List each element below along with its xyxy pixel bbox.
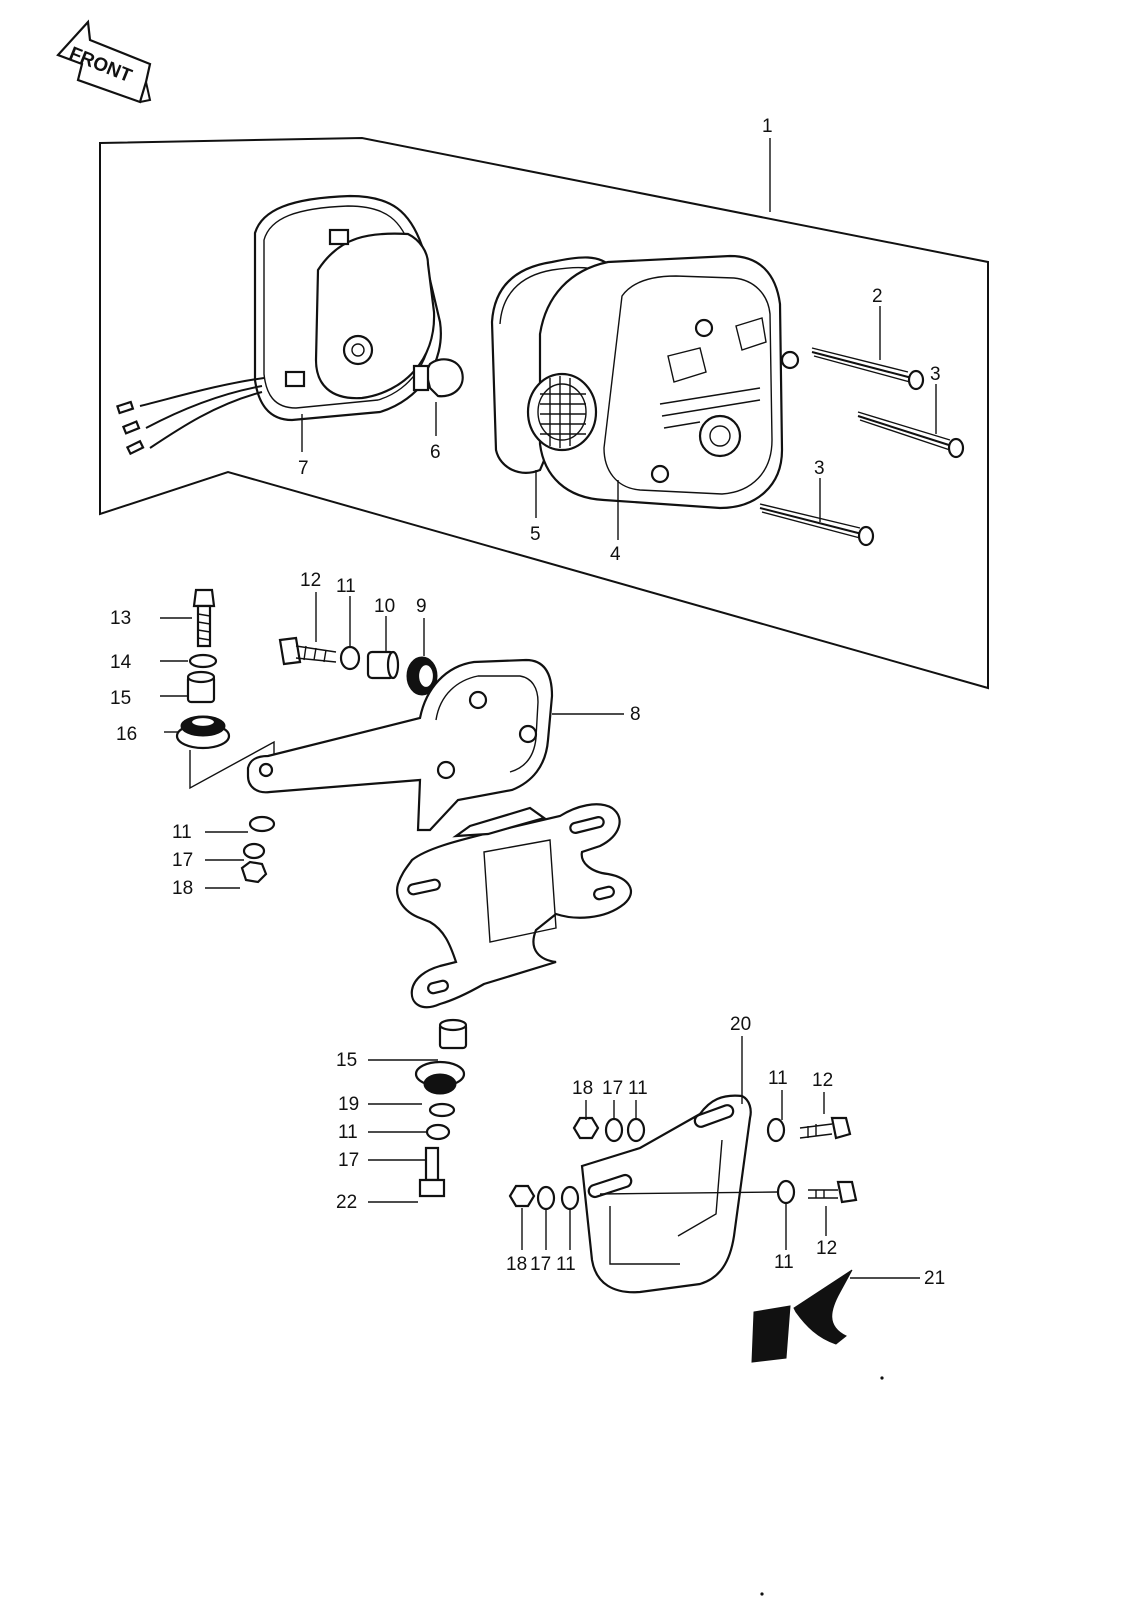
callout-12c: 12 <box>816 1238 837 1259</box>
front-arrow-icon <box>56 19 152 104</box>
bulb <box>412 358 464 398</box>
washer-17c <box>604 1117 624 1143</box>
collar-15b <box>438 1018 468 1050</box>
callout-1: 1 <box>762 116 773 137</box>
callout-9: 9 <box>416 596 427 617</box>
speck-1 <box>880 1376 884 1380</box>
bolt-12a <box>278 636 337 666</box>
callout-19: 19 <box>338 1094 359 1115</box>
grommet-16 <box>175 715 231 750</box>
washer-11b <box>248 815 276 833</box>
washer-11d <box>626 1117 646 1143</box>
leader-lines <box>160 138 937 1279</box>
callout-20: 20 <box>730 1014 751 1035</box>
washer-14 <box>188 653 218 669</box>
callout-15a: 15 <box>110 688 131 709</box>
screw-2 <box>811 347 925 391</box>
callout-3a: 3 <box>930 364 941 385</box>
nut-18c <box>508 1184 536 1208</box>
reflector-mount-line <box>599 1191 779 1195</box>
bolt-13 <box>192 588 216 648</box>
callout-18a: 18 <box>172 878 193 899</box>
callout-17b: 17 <box>338 1150 359 1171</box>
callout-15b: 15 <box>336 1050 357 1071</box>
callout-18b: 18 <box>572 1078 593 1099</box>
washer-11e <box>766 1117 786 1143</box>
grommet-9 <box>406 656 438 696</box>
callout-14: 14 <box>110 652 132 673</box>
tail-light-lens <box>526 254 800 510</box>
washer-11a <box>339 645 361 671</box>
washer-17a <box>242 842 266 860</box>
callout-16: 16 <box>116 724 137 745</box>
callout-3b: 3 <box>814 458 825 479</box>
nut-18a <box>240 860 268 884</box>
callout-11g: 11 <box>774 1252 794 1273</box>
callout-4: 4 <box>610 544 621 565</box>
washer-17b <box>425 1123 451 1141</box>
tail-light-assembly-frame <box>99 136 989 690</box>
washer-11c <box>428 1102 456 1118</box>
washer-17d <box>536 1185 556 1211</box>
callout-17a: 17 <box>172 850 193 871</box>
bolt-22 <box>418 1146 446 1198</box>
callout-10: 10 <box>374 596 395 617</box>
callout-21: 21 <box>924 1268 945 1289</box>
callout-8: 8 <box>630 704 641 725</box>
callout-11c: 11 <box>338 1122 358 1143</box>
callout-11a: 11 <box>336 576 356 597</box>
callout-17d: 17 <box>530 1254 551 1275</box>
bolt-12c <box>808 1180 858 1204</box>
callout-18c: 18 <box>506 1254 527 1275</box>
k-emblem-icon <box>751 1269 853 1363</box>
callout-11b: 11 <box>172 822 192 843</box>
collar-15a <box>186 670 216 704</box>
callout-6: 6 <box>430 442 441 463</box>
callout-12a: 12 <box>300 570 321 591</box>
callout-11d: 11 <box>628 1078 648 1099</box>
washer-11g <box>776 1179 796 1205</box>
washer-11f <box>560 1185 580 1211</box>
screw-3b <box>759 503 875 547</box>
lamp-base-housing <box>116 194 442 456</box>
callout-17c: 17 <box>602 1078 623 1099</box>
callout-12b: 12 <box>812 1070 833 1091</box>
callout-11f: 11 <box>556 1254 576 1275</box>
collar-10 <box>366 650 400 680</box>
callout-5: 5 <box>530 524 541 545</box>
speck-2 <box>760 1592 764 1596</box>
screw-3a <box>857 411 965 459</box>
license-plate-bracket <box>246 658 632 1009</box>
bolt-12b <box>799 1116 852 1140</box>
callout-11e: 11 <box>768 1068 788 1089</box>
nut-18b <box>572 1116 600 1140</box>
callout-13: 13 <box>110 608 131 629</box>
grommet-19 <box>414 1060 466 1095</box>
callout-7: 7 <box>298 458 309 479</box>
callout-2: 2 <box>872 286 883 307</box>
callout-22: 22 <box>336 1192 357 1213</box>
